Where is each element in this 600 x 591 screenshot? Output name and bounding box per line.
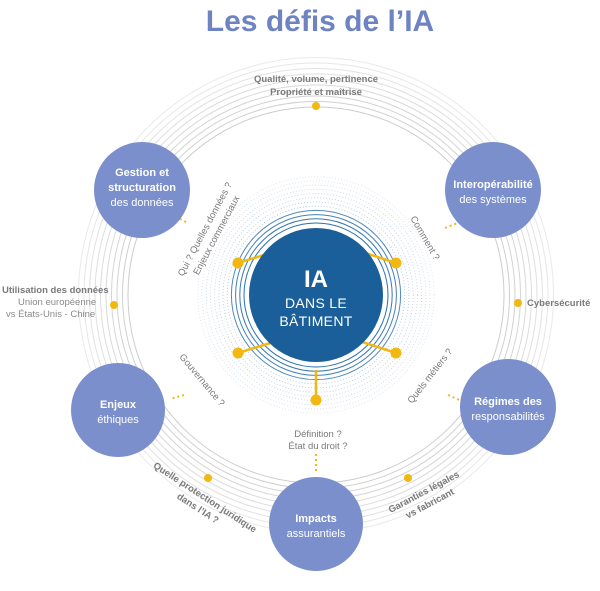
question-gouvernance: Gouvernance ? bbox=[177, 352, 227, 409]
center-title: IA bbox=[304, 266, 328, 293]
node-enjeux-line1: Enjeux bbox=[100, 399, 137, 411]
outer-left-line3: vs États-Unis - Chine bbox=[6, 309, 95, 320]
question-dot bbox=[232, 257, 244, 269]
center-line3: BÂTIMENT bbox=[279, 313, 352, 329]
question-dot bbox=[390, 257, 402, 269]
node-impacts-line2: assurantiels bbox=[287, 528, 346, 540]
outer-top-line2: Propriété et maîtrise bbox=[270, 87, 362, 98]
inner-ring bbox=[205, 184, 427, 406]
outer-dots bbox=[110, 102, 522, 482]
inner-ring bbox=[226, 205, 406, 385]
dotted-leaders bbox=[169, 214, 465, 474]
node-enjeux-line2: éthiques bbox=[97, 414, 139, 426]
page-title: Les défis de l’IA bbox=[206, 5, 434, 38]
center-node: IA DANS LE BÂTIMENT bbox=[249, 228, 383, 362]
inner-ring bbox=[197, 176, 435, 414]
outer-left-line1: Utilisation des données bbox=[2, 285, 109, 296]
inner-rings bbox=[197, 176, 435, 414]
inner-ring bbox=[201, 180, 431, 410]
question-dot bbox=[310, 394, 322, 406]
node-gestion-line1: Gestion et bbox=[115, 167, 169, 179]
question-etat-du-droit: État du droit ? bbox=[288, 441, 347, 452]
question-comment: Comment ? bbox=[408, 214, 442, 262]
inner-ring bbox=[243, 222, 389, 368]
inner-ring bbox=[222, 201, 410, 389]
outer-top-line1: Qualité, volume, pertinence bbox=[254, 74, 378, 85]
question-dot bbox=[232, 347, 244, 359]
node-regimes: Régimes des responsabilités bbox=[460, 359, 556, 455]
center-line2: DANS LE bbox=[285, 295, 347, 311]
node-regimes-line2: responsabilités bbox=[471, 411, 545, 423]
node-regimes-line1: Régimes des bbox=[474, 396, 542, 408]
node-impacts: Impacts assurantiels bbox=[269, 477, 363, 571]
outer-left-line2: Union européenne bbox=[18, 297, 96, 308]
node-interop-line1: Interopérabilité bbox=[453, 179, 532, 191]
node-gestion-line2: structuration bbox=[108, 182, 176, 194]
node-enjeux: Enjeux éthiques bbox=[71, 363, 165, 457]
outer-right: Cybersécurité bbox=[527, 298, 590, 309]
node-gestion-line3: des données bbox=[111, 197, 174, 209]
node-interop-line2: des systèmes bbox=[459, 194, 527, 206]
node-impacts-line1: Impacts bbox=[295, 513, 337, 525]
question-definition: Définition ? bbox=[294, 429, 342, 440]
question-dots bbox=[232, 257, 402, 406]
node-gestion: Gestion et structuration des données bbox=[94, 142, 190, 238]
node-interop: Interopérabilité des systèmes bbox=[445, 142, 541, 238]
inner-ring bbox=[218, 197, 414, 393]
question-dot bbox=[390, 347, 402, 359]
